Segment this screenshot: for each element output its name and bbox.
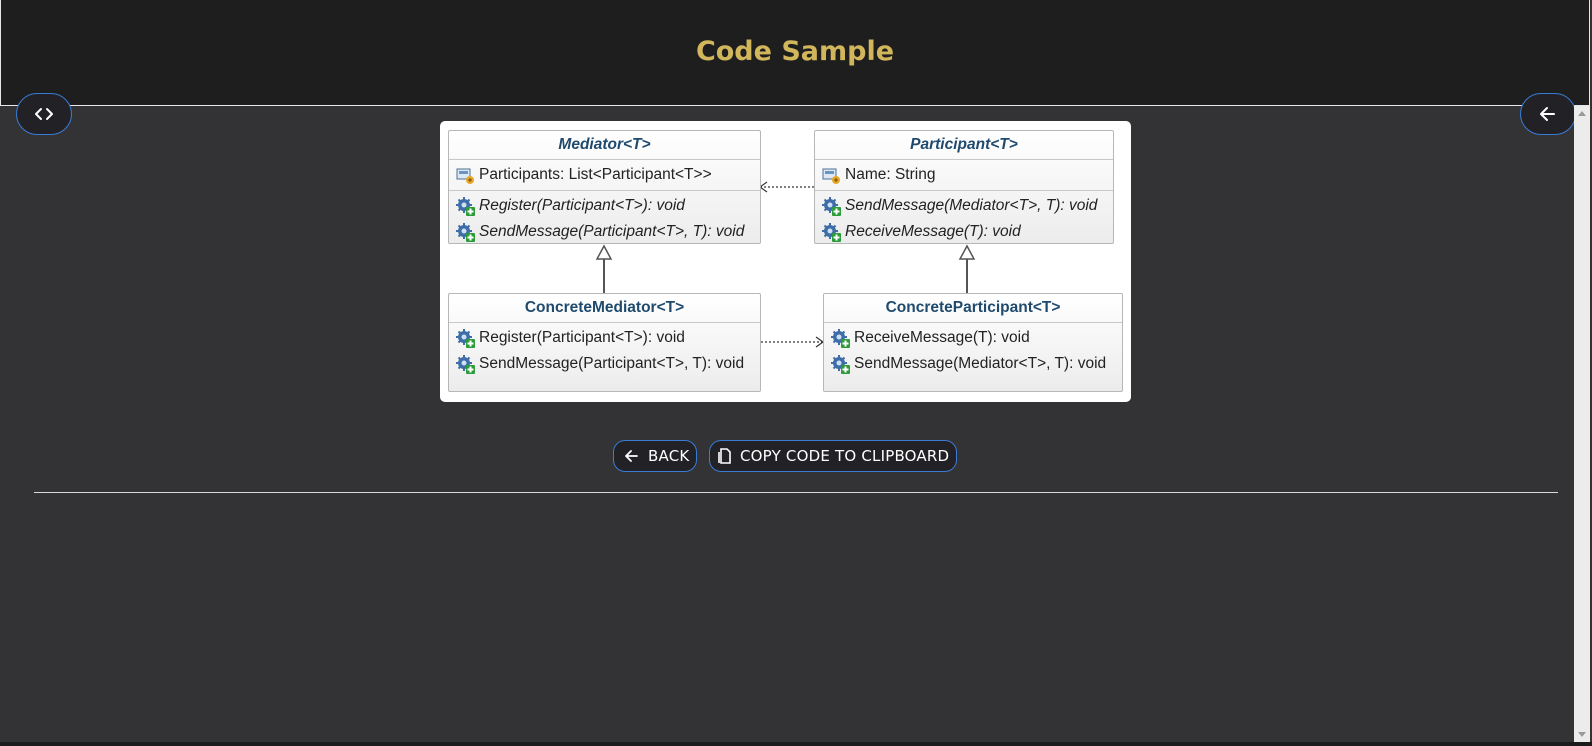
method-row: Register(Participant<T>): void: [449, 325, 760, 351]
scroll-up-arrow-icon[interactable]: [1578, 111, 1586, 116]
field-text: Name: String: [845, 166, 936, 183]
uml-class-concrete-participant: ConcreteParticipant<T> ReceiveMessage(T)…: [823, 293, 1123, 392]
method-icon: [831, 329, 850, 348]
method-row: SendMessage(Participant<T>, T): void: [449, 219, 760, 245]
diagram-connectors: [595, 181, 976, 348]
method-icon: [456, 223, 475, 242]
methods-section: Register(Participant<T>): void SendMessa…: [449, 191, 760, 247]
header-bar: Code Sample: [0, 0, 1590, 106]
field-icon: [456, 166, 475, 185]
method-text: SendMessage(Participant<T>, T): void: [479, 355, 745, 372]
method-icon: [822, 223, 841, 242]
page-title: Code Sample: [695, 36, 895, 67]
field-icon: [822, 166, 841, 185]
arrow-left-icon: [1540, 107, 1555, 121]
clipboard-icon: [718, 448, 731, 464]
field-text: Participants: List<Participant<T>>: [479, 166, 712, 183]
field-row: Participants: List<Participant<T>>: [449, 162, 760, 188]
uml-class-mediator: Mediator<T> Participants: List<Participa…: [448, 130, 761, 244]
uml-class-participant: Participant<T> Name: String SendMessage(…: [814, 130, 1114, 244]
fields-section: Participants: List<Participant<T>>: [449, 160, 760, 191]
field-row: Name: String: [815, 162, 1113, 188]
method-text: SendMessage(Mediator<T>, T): void: [845, 197, 1098, 214]
copy-button-label: COPY CODE TO CLIPBOARD: [740, 447, 950, 465]
method-row: Register(Participant<T>): void: [449, 193, 760, 219]
fields-section: Name: String: [815, 160, 1113, 191]
uml-class-concrete-mediator: ConcreteMediator<T> Register(Participant…: [448, 293, 761, 392]
method-icon: [456, 355, 475, 374]
window-bottom-edge: [0, 742, 1592, 746]
method-icon: [456, 329, 475, 348]
method-text: SendMessage(Participant<T>, T): void: [479, 223, 745, 240]
method-icon: [822, 197, 841, 216]
scroll-down-arrow-icon[interactable]: [1578, 732, 1586, 737]
method-icon: [831, 355, 850, 374]
method-text: ReceiveMessage(T): void: [845, 223, 1021, 240]
method-text: SendMessage(Mediator<T>, T): void: [854, 355, 1107, 372]
method-icon: [456, 197, 475, 216]
method-text: ReceiveMessage(T): void: [854, 329, 1030, 346]
uml-diagram: Mediator<T> Participants: List<Participa…: [440, 121, 1131, 402]
method-text: Register(Participant<T>): void: [479, 197, 685, 214]
class-name: Mediator<T>: [449, 131, 760, 160]
methods-section: SendMessage(Mediator<T>, T): void Receiv…: [815, 191, 1113, 247]
class-name: ConcreteParticipant<T>: [824, 294, 1122, 323]
back-button[interactable]: BACK: [613, 440, 697, 472]
copy-code-button[interactable]: COPY CODE TO CLIPBOARD: [709, 440, 957, 472]
section-divider: [34, 492, 1558, 493]
code-toggle-button[interactable]: [16, 93, 72, 135]
methods-section: ReceiveMessage(T): void SendMessage(Medi…: [824, 323, 1122, 379]
method-row: ReceiveMessage(T): void: [815, 219, 1113, 245]
code-brackets-icon: [35, 108, 53, 120]
back-nav-button[interactable]: [1520, 93, 1576, 135]
class-name: ConcreteMediator<T>: [449, 294, 760, 323]
method-row: SendMessage(Mediator<T>, T): void: [824, 351, 1122, 377]
method-row: ReceiveMessage(T): void: [824, 325, 1122, 351]
class-name: Participant<T>: [815, 131, 1113, 160]
method-row: SendMessage(Participant<T>, T): void: [449, 351, 760, 377]
method-text: Register(Participant<T>): void: [479, 329, 685, 346]
vertical-scrollbar[interactable]: [1574, 106, 1590, 742]
arrow-left-icon: [625, 450, 638, 462]
method-row: SendMessage(Mediator<T>, T): void: [815, 193, 1113, 219]
back-button-label: BACK: [648, 447, 690, 465]
methods-section: Register(Participant<T>): void SendMessa…: [449, 323, 760, 379]
